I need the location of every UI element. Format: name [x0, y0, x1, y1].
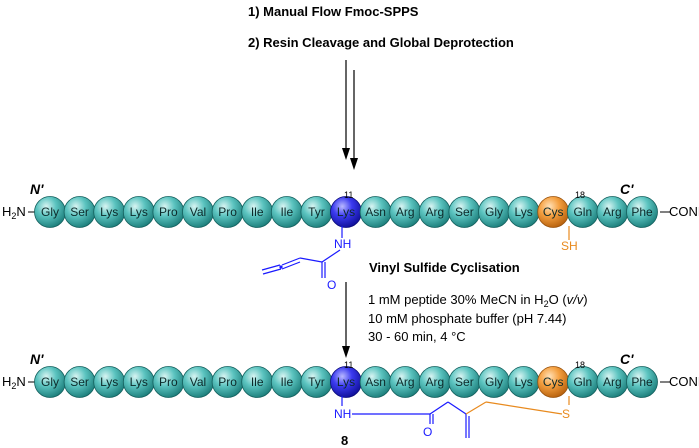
- n-term-label-bottom: N': [30, 351, 44, 367]
- residue-label-top-10: Tyr: [308, 205, 325, 219]
- residue-label-bottom-17: Lys: [514, 375, 532, 389]
- position-11-label-bottom: 11: [344, 360, 353, 370]
- residue-label-top-5: Pro: [159, 205, 178, 219]
- residue-label-top-4: Lys: [130, 205, 148, 219]
- n-term-label-top: N': [30, 181, 44, 197]
- condition-line-2: 10 mM phosphate buffer (pH 7.44): [368, 311, 567, 326]
- peptide-linear: N' C' H2N Gly Ser Lys Lys Pro Val Pro Ile Ile Tyr…: [2, 181, 699, 228]
- condition-line-1: 1 mM peptide 30% MeCN in H2O (v/v): [368, 292, 588, 309]
- step-1-label: 1) Manual Flow Fmoc-SPPS: [248, 4, 419, 19]
- residue-label-top-9: Ile: [280, 205, 293, 219]
- cyclisation-title: Vinyl Sulfide Cyclisation: [369, 260, 520, 275]
- position-18-label-top: 18: [575, 190, 585, 200]
- residue-label-bottom-18: Cys: [543, 375, 564, 389]
- residue-label-top-1: Gly: [41, 205, 59, 219]
- allene-side-chain: NH O: [261, 226, 351, 292]
- residue-label-top-7: Pro: [218, 205, 237, 219]
- residue-label-top-17: Lys: [514, 205, 532, 219]
- reaction-arrow-1: [342, 60, 358, 170]
- carbonyl-o-label-bottom: O: [423, 425, 432, 439]
- residue-label-bottom-1: Gly: [41, 375, 59, 389]
- step-2-label: 2) Resin Cleavage and Global Deprotectio…: [248, 35, 514, 50]
- residue-label-top-18: Cys: [543, 205, 564, 219]
- sh-label: SH: [561, 239, 578, 253]
- carbonyl-o-label-top: O: [327, 278, 336, 292]
- residue-label-top-8: Ile: [251, 205, 264, 219]
- peptide-cyclised: N' C' H2N Gly Ser Lys Lys Pro Val Pro Ile Ile Tyr…: [2, 351, 699, 398]
- residue-label-bottom-19: Gln: [573, 375, 592, 389]
- residue-label-top-6: Val: [190, 205, 206, 219]
- residue-label-top-19: Gln: [573, 205, 592, 219]
- residue-label-bottom-3: Lys: [100, 375, 118, 389]
- position-11-label-top: 11: [344, 190, 353, 200]
- residue-label-top-13: Arg: [396, 205, 415, 219]
- cys-thiol: SH: [561, 226, 578, 253]
- residue-label-bottom-9: Ile: [280, 375, 293, 389]
- residue-label-top-21: Phe: [631, 205, 653, 219]
- residue-bead-bottom-21: [626, 366, 658, 398]
- residue-label-bottom-21: Phe: [631, 375, 653, 389]
- residue-label-top-16: Gly: [485, 205, 503, 219]
- residue-label-bottom-5: Pro: [159, 375, 178, 389]
- residue-label-bottom-16: Gly: [485, 375, 503, 389]
- conh2-label-bottom: CONH2: [669, 374, 699, 391]
- residue-label-bottom-2: Ser: [70, 375, 89, 389]
- residue-label-bottom-7: Pro: [218, 375, 237, 389]
- residue-label-top-15: Ser: [455, 205, 474, 219]
- sulfur-label: S: [562, 407, 570, 421]
- c-term-label-top: C': [620, 181, 634, 197]
- residue-label-top-12: Asn: [365, 205, 386, 219]
- nh-label-bottom: NH: [334, 407, 351, 421]
- residue-label-bottom-15: Ser: [455, 375, 474, 389]
- residue-label-top-3: Lys: [100, 205, 118, 219]
- bead-chain-bottom: Gly Ser Lys Lys Pro Val Pro Ile Ile Tyr Lys Asn Arg A…: [34, 366, 658, 398]
- position-18-label-bottom: 18: [575, 360, 585, 370]
- vinyl-sulfide-staple: NH O S: [334, 396, 570, 439]
- residue-label-top-11: Lys: [337, 205, 355, 219]
- residue-bead-top-21: [626, 196, 658, 228]
- residue-label-bottom-20: Arg: [603, 375, 622, 389]
- compound-number: 8: [341, 433, 348, 448]
- residue-label-bottom-14: Arg: [425, 375, 444, 389]
- residue-label-top-14: Arg: [425, 205, 444, 219]
- residue-label-bottom-10: Tyr: [308, 375, 325, 389]
- bead-chain-top: Gly Ser Lys Lys Pro Val Pro Ile Ile Tyr Lys Asn Arg A…: [34, 196, 658, 228]
- residue-label-bottom-11: Lys: [337, 375, 355, 389]
- conh2-label-top: CONH2: [669, 204, 699, 221]
- h2n-label-top: H2N: [2, 204, 26, 221]
- condition-line-3: 30 - 60 min, 4 °C: [368, 329, 466, 344]
- residue-label-bottom-6: Val: [190, 375, 206, 389]
- residue-label-bottom-4: Lys: [130, 375, 148, 389]
- residue-label-bottom-12: Asn: [365, 375, 386, 389]
- residue-label-top-2: Ser: [70, 205, 89, 219]
- h2n-label-bottom: H2N: [2, 374, 26, 391]
- reaction-arrow-2: [342, 282, 350, 358]
- c-term-label-bottom: C': [620, 351, 634, 367]
- nh-label-top: NH: [334, 237, 351, 251]
- residue-label-top-20: Arg: [603, 205, 622, 219]
- residue-label-bottom-13: Arg: [396, 375, 415, 389]
- residue-label-bottom-8: Ile: [251, 375, 264, 389]
